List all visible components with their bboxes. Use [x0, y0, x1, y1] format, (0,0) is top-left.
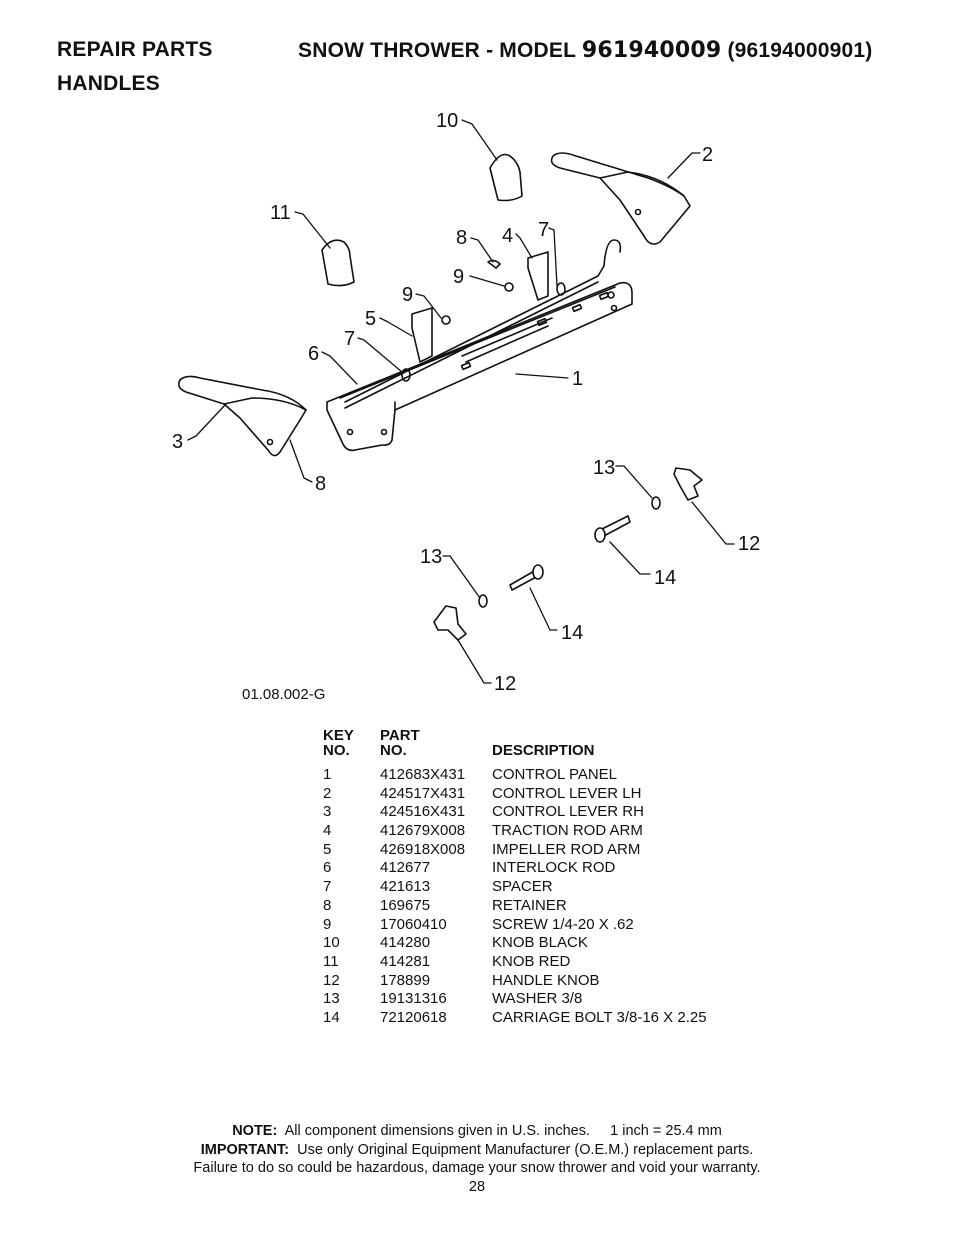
key-no-cell: 2	[323, 784, 332, 802]
description-cell: CONTROL PANEL	[492, 766, 618, 783]
part-no-cell: 412679X008	[380, 822, 466, 840]
callout-label: 13	[420, 546, 442, 568]
part-no-cell: 412677	[380, 859, 431, 877]
important-label: IMPORTANT:	[200, 1141, 290, 1158]
note-line: NOTE: All component dimensions given in …	[0, 1122, 954, 1141]
callout-label: 1	[572, 368, 583, 390]
callout-label: 14	[654, 567, 676, 589]
page-number: 28	[468, 1178, 486, 1195]
callout-label: 14	[561, 622, 583, 644]
key-no-cell: 5	[323, 840, 332, 858]
part-no-cell: 72120618	[380, 1008, 447, 1026]
warning-text: Failure to do so could be hazardous, dam…	[193, 1160, 761, 1176]
part-no-cell: 414281	[380, 952, 431, 970]
key-header-line2: NO.	[323, 742, 350, 759]
description-cell: TRACTION ROD ARM	[492, 822, 643, 840]
part-no-cell: 17060410	[380, 915, 447, 933]
callout-label: 9	[402, 284, 413, 306]
key-no-cell: 6	[323, 859, 332, 877]
key-no-cell: 12	[323, 971, 340, 989]
important-line: IMPORTANT: Use only Original Equipment M…	[0, 1141, 954, 1160]
callout-label: 11	[270, 202, 291, 224]
note-label: NOTE:	[232, 1123, 278, 1139]
key-no-cell: 3	[323, 803, 332, 821]
description-cell: IMPELLER ROD ARM	[492, 840, 641, 858]
description-cell: INTERLOCK ROD	[492, 859, 616, 877]
key-no-cell: 10	[323, 934, 340, 952]
part-no-cell: 178899	[380, 971, 431, 989]
model-title: SNOW THROWER - MODEL 961940009 (96194000…	[298, 38, 873, 63]
product-prefix: SNOW THROWER - MODEL	[298, 39, 576, 62]
model-code: (96194000901)	[727, 39, 873, 62]
callout-label: 7	[344, 328, 355, 350]
figure-code: 01.08.002-G	[242, 686, 326, 703]
description-cell: KNOB BLACK	[492, 934, 588, 952]
part-no-cell: 426918X008	[380, 840, 466, 858]
part-no-cell: 421613	[380, 878, 431, 896]
description-header-text: DESCRIPTION	[492, 742, 595, 759]
part-no-cell: 19131316	[380, 990, 447, 1008]
part-no-cell: 424517X431	[380, 784, 466, 802]
part-header-line1: PART	[380, 727, 420, 744]
callout-label: 13	[593, 457, 615, 479]
part-no-cell: 414280	[380, 934, 431, 952]
note-text: All component dimensions given in U.S. i…	[284, 1123, 722, 1139]
part-no-cell: 424516X431	[380, 803, 466, 821]
part-no-cell: 169675	[380, 896, 431, 914]
key-no-cell: 14	[323, 1008, 340, 1026]
key-no-cell: 7	[323, 878, 332, 896]
description-cell: KNOB RED	[492, 952, 571, 970]
key-no-cell: 4	[323, 822, 332, 840]
description-cell: SPACER	[492, 878, 553, 896]
footer-notes: NOTE: All component dimensions given in …	[0, 1122, 954, 1196]
subsection-title: HANDLES	[57, 72, 160, 95]
callout-label: 2	[702, 144, 713, 166]
description-cell: HANDLE KNOB	[492, 971, 600, 989]
callout-label: 4	[502, 225, 513, 247]
part-header-line2: NO.	[380, 742, 407, 759]
section-title: REPAIR PARTS	[57, 38, 213, 61]
control-lever-rh-drawing	[178, 375, 307, 457]
callout-label: 12	[494, 673, 516, 695]
description-cell: CARRIAGE BOLT 3/8-16 X 2.25	[492, 1008, 707, 1026]
key-no-cell: 13	[323, 990, 340, 1008]
key-no-cell: 9	[323, 915, 332, 933]
callout-leaders	[187, 119, 735, 684]
description-cell: RETAINER	[492, 896, 567, 914]
key-no-cell: 8	[323, 896, 332, 914]
description-cell: CONTROL LEVER LH	[492, 784, 642, 802]
key-no-header: KEY NO.	[323, 728, 354, 758]
callout-label: 12	[738, 533, 760, 555]
callout-label: 8	[456, 227, 467, 249]
callout-label: 8	[315, 473, 326, 495]
description-cell: WASHER 3/8	[492, 990, 583, 1008]
part-no-cell: 412683X431	[380, 766, 466, 783]
callout-label: 5	[365, 308, 376, 330]
key-header-line1: KEY	[323, 727, 354, 744]
description-header: DESCRIPTION	[492, 743, 595, 758]
control-lever-lh-drawing	[550, 152, 691, 245]
part-no-header: PART NO.	[380, 728, 420, 758]
callout-label: 9	[453, 266, 464, 288]
model-number: 961940009	[581, 38, 722, 63]
description-cell: CONTROL LEVER RH	[492, 803, 644, 821]
callout-label: 3	[172, 431, 183, 453]
callout-label: 7	[538, 219, 549, 241]
callout-label: 10	[436, 110, 458, 132]
key-no-cell: 1	[323, 766, 332, 783]
key-no-cell: 11	[323, 952, 339, 970]
important-text: Use only Original Equipment Manufacturer…	[297, 1141, 754, 1158]
callout-label: 6	[308, 343, 319, 365]
description-cell: SCREW 1/4-20 X .62	[492, 915, 634, 933]
interlock-rod-drawing	[344, 239, 622, 409]
